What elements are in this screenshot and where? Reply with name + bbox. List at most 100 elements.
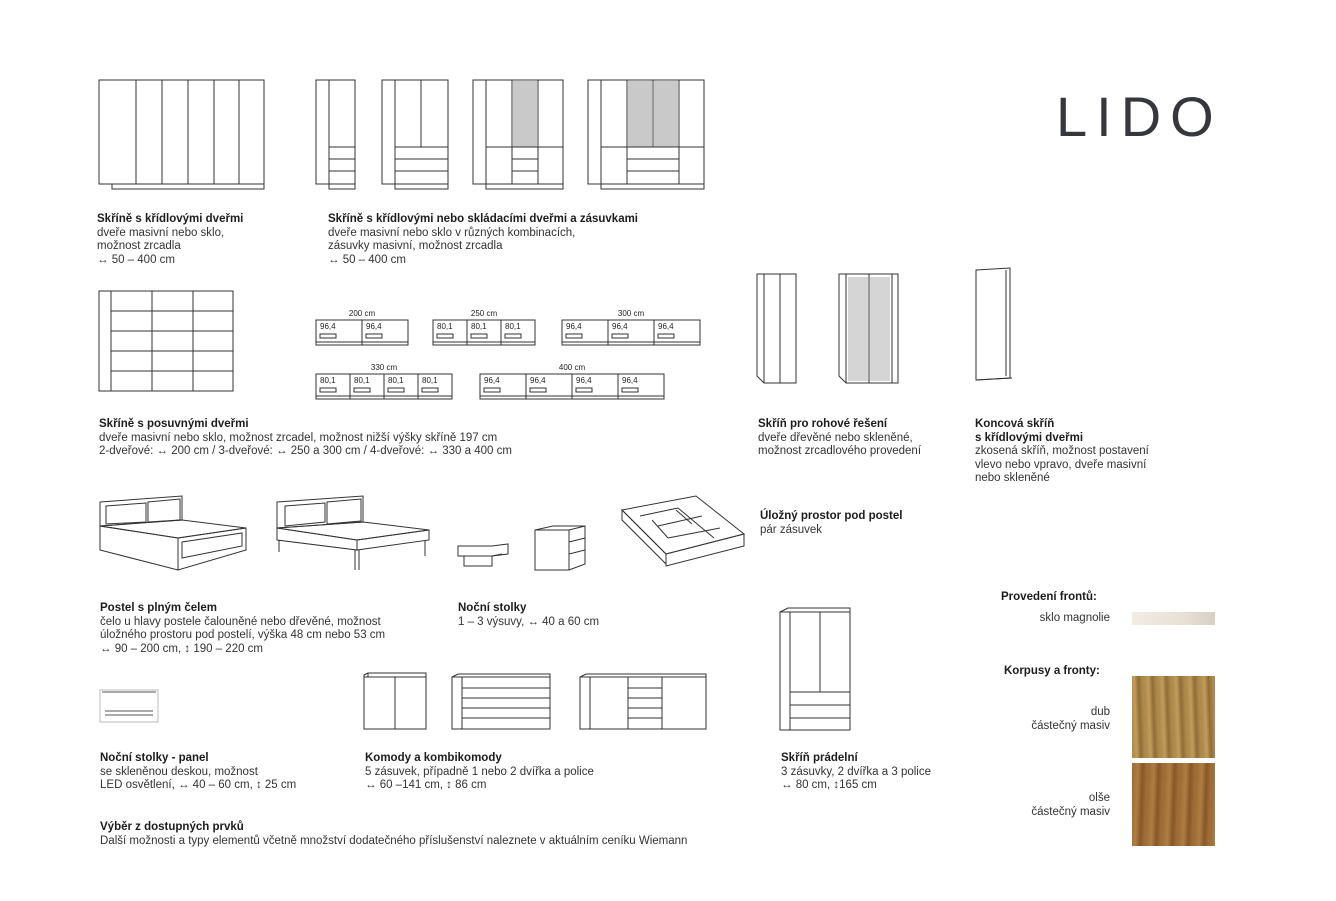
footer-line: Další možnosti a typy elementů včetně mn… (100, 834, 688, 847)
wardrobe-combo-1-illustration (315, 79, 357, 191)
dressers-text: Komody a kombikomody 5 zásuvek, případně… (365, 752, 594, 793)
sliding-panel-width-label: 96,4 (320, 322, 336, 331)
wardrobe-combo-2-illustration (381, 79, 451, 191)
wardrobe-hinged-illustration (98, 79, 268, 191)
sliding-panel-handle (320, 334, 336, 338)
oak-label-type: částečný masiv (1031, 719, 1110, 732)
sliding-panel-handle (566, 334, 582, 338)
linen-wardrobe-illustration (778, 606, 856, 736)
section-line: dveře masivní nebo sklo, (97, 226, 225, 239)
wardrobe-combo-3-illustration (472, 79, 567, 191)
sliding-panel-handle (612, 334, 628, 338)
wardrobes-sliding-text: Skříně s posuvnými dveřmi dveře masivní … (99, 418, 512, 459)
section-line: ↔ 50 – 400 cm (97, 253, 175, 266)
under-bed-storage-illustration (618, 494, 748, 570)
sliding-panel-width-label: 96,4 (612, 322, 628, 331)
alder-label-type: částečný masiv (1031, 805, 1110, 818)
sliding-panel-width-label: 96,4 (622, 376, 638, 385)
section-line: 1 – 3 výsuvy, ↔ 40 a 60 cm (458, 615, 600, 628)
section-line: čelo u hlavy postele čalouněné nebo dřev… (100, 615, 381, 628)
sliding-panel-width-label: 80,1 (354, 376, 370, 385)
sliding-panel-width-label: 80,1 (320, 376, 336, 385)
section-line: možnost zrcadla (97, 240, 181, 252)
section-line: 2-dveřové: ↔ 200 cm / 3-dveřové: ↔ 250 a… (99, 445, 512, 457)
nightstand-panel-text: Noční stolky - panel se skleněnou deskou… (100, 752, 296, 793)
section-title: Komody a kombikomody (365, 752, 502, 764)
sliding-panel-width-label: 80,1 (388, 376, 404, 385)
sliding-config-frame (433, 320, 535, 345)
glass-magnolia-swatch (1132, 612, 1215, 625)
sliding-panel-handle (366, 334, 382, 338)
section-line: dveře masivní nebo sklo v různých kombin… (328, 226, 576, 239)
sliding-panel-width-label: 96,4 (576, 376, 592, 385)
sliding-panel-width-label: 96,4 (658, 322, 674, 331)
fronts-heading: Provedení frontů: (1001, 591, 1097, 603)
sliding-panel-handle (422, 388, 438, 392)
sliding-panel-width-label: 96,4 (566, 322, 582, 331)
section-line: 5 zásuvek, případně 1 nebo 2 dvířka a po… (365, 765, 594, 778)
glass-magnolia-label: sklo magnolie (1039, 612, 1110, 624)
nightstand-illustration-1 (456, 542, 512, 572)
sliding-config-width-label: 250 cm (471, 309, 498, 318)
oak-label: dub částečný masiv (1000, 706, 1110, 733)
section-line: možnost zrcadlového provedení (758, 445, 922, 457)
section-line: LED osvětlení, ↔ 40 – 60 cm, ↕ 25 cm (100, 779, 297, 791)
section-line: ↔ 60 –141 cm, ↕ 86 cm (365, 779, 487, 791)
section-line: úložného prostoru pod postelí, výška 48 … (100, 629, 386, 641)
section-line: dveře masivní nebo sklo, možnost zrcadel… (99, 431, 498, 444)
alder-label: olše částečný masiv (1000, 792, 1110, 819)
end-wardrobe-text: Koncová skříň s křídlovými dveřmi zkosen… (975, 418, 1149, 486)
section-title: Postel s plným čelem (100, 602, 217, 614)
footer-title: Výběr z dostupných prvků (100, 821, 244, 833)
nightstands-text: Noční stolky 1 – 3 výsuvy, ↔ 40 a 60 cm (458, 602, 599, 629)
sliding-panel-handle (505, 334, 521, 338)
section-line: 3 zásuvky, 2 dvířka a 3 police (781, 765, 931, 778)
sliding-config-width-label: 200 cm (349, 309, 376, 318)
section-line: ↔ 80 cm, ↕165 cm (781, 779, 877, 791)
section-line: pár zásuvek (760, 523, 823, 536)
nightstand-panel-illustration (99, 689, 161, 725)
dresser-illustration-1 (362, 671, 430, 735)
section-title: Koncová skříň (975, 418, 1055, 430)
sliding-panel-width-label: 96,4 (366, 322, 382, 331)
section-title: Skříně s křídlovými nebo skládacími dveř… (328, 213, 639, 225)
sliding-panel-handle (530, 388, 546, 392)
section-title: Noční stolky (458, 602, 527, 614)
section-title: Skříň pro rohové řešení (758, 418, 888, 430)
section-line: se skleněnou deskou, možnost (100, 765, 258, 778)
sliding-panel-handle (622, 388, 638, 392)
under-bed-text: Úložný prostor pod postel pár zásuvek (760, 510, 902, 537)
dresser-illustration-2 (450, 673, 554, 735)
oak-label-name: dub (1090, 706, 1110, 718)
sliding-config-3: 300 cm 96,4 96,4 96,4 (562, 309, 700, 345)
oak-wood-swatch (1132, 676, 1215, 758)
sliding-panel-handle (471, 334, 487, 338)
sliding-panel-width-label: 80,1 (505, 322, 521, 331)
sliding-panel-width-label: 96,4 (484, 376, 500, 385)
end-wardrobe-illustration (972, 266, 1018, 386)
sliding-panel-handle (354, 388, 370, 392)
dresser-illustration-3 (578, 673, 710, 735)
section-line: dveře dřevěné nebo skleněné, (758, 431, 913, 444)
sliding-panel-handle (484, 388, 500, 392)
sliding-config-width-label: 300 cm (618, 309, 645, 318)
linen-wardrobe-text: Skříň prádelní 3 zásuvky, 2 dvířka a 3 p… (781, 752, 931, 793)
wardrobes-combo-text: Skříně s křídlovými nebo skládacími dveř… (328, 213, 638, 267)
sliding-panel-width-label: 96,4 (530, 376, 546, 385)
sliding-config-width-label: 330 cm (371, 363, 398, 372)
sliding-panel-handle (320, 388, 336, 392)
section-line: zásuvky masivní, možnost zrcadla (328, 240, 503, 252)
wardrobes-hinged-text: Skříně s křídlovými dveřmi dveře masivní… (97, 213, 243, 267)
section-line: vlevo nebo vpravo, dveře masivní (975, 458, 1147, 471)
alder-label-name: olše (1088, 792, 1110, 804)
section-line: ↔ 50 – 400 cm (328, 253, 406, 266)
section-line: nebo skleněné (975, 472, 1050, 484)
sliding-config-frame (562, 320, 700, 345)
brand-logo: LIDO (1056, 85, 1223, 148)
corner-wardrobe-text: Skříň pro rohové řešení dveře dřevěné ne… (758, 418, 921, 459)
wardrobe-combo-4-illustration (587, 79, 707, 191)
sliding-panel-width-label: 80,1 (422, 376, 438, 385)
